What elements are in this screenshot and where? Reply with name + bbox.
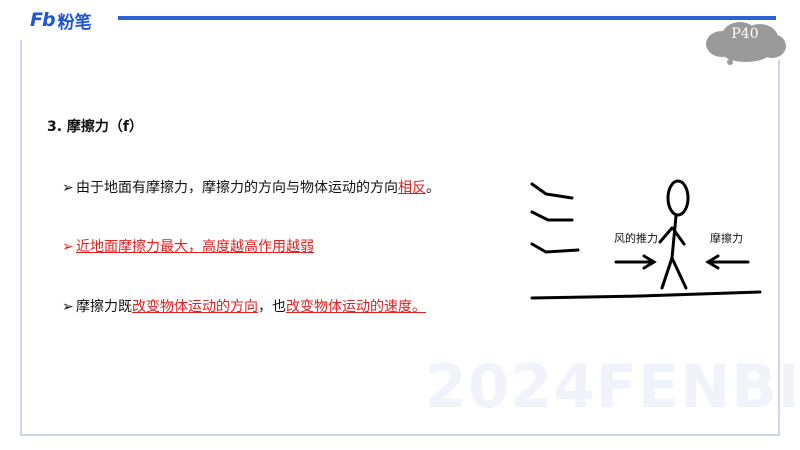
- watermark: 2024FENBI: [425, 352, 800, 422]
- frame-bottom-border: [20, 434, 780, 436]
- figure-head: [666, 179, 690, 217]
- friction-diagram: 风的推力 摩擦力: [530, 179, 762, 300]
- friction-force-label: 摩擦力: [710, 231, 743, 245]
- bullet-text: ，也: [258, 299, 286, 315]
- wind-stroke: [530, 210, 574, 222]
- page-number: P40: [731, 26, 759, 42]
- brand-logo: Fb 粉笔: [30, 8, 92, 33]
- bullet-arrow-icon: ➢: [62, 239, 74, 255]
- bullet-item-2: ➢近地面摩擦力最大，高度越高作用越弱: [62, 236, 314, 256]
- frame-left-border: [20, 40, 22, 436]
- brand-logo-text: 粉笔: [57, 12, 92, 33]
- bullet-text: 。: [426, 180, 440, 196]
- wind-stroke: [530, 182, 574, 200]
- frame-right-border: [778, 60, 780, 436]
- bullet-text: 摩擦力既: [76, 299, 132, 315]
- wind-force-label: 风的推力: [614, 231, 658, 245]
- bullet-text: 由于地面有摩擦力，摩擦力的方向与物体运动的方向: [76, 180, 398, 196]
- figure-leg: [660, 256, 674, 290]
- figure-arm: [658, 226, 674, 244]
- bullet-emphasis-text: 改变物体运动的速度。: [286, 299, 426, 315]
- bullet-emphasis-text: 相反: [398, 180, 426, 196]
- bullet-arrow-icon: ➢: [62, 299, 74, 315]
- figure-body: [670, 214, 678, 260]
- bullet-item-3: ➢摩擦力既改变物体运动的方向，也改变物体运动的速度。: [62, 296, 426, 316]
- figure-arm: [672, 228, 686, 246]
- bullet-emphasis-text: 近地面摩擦力最大，高度越高作用越弱: [76, 239, 314, 255]
- page-number-cloud-icon: [706, 22, 786, 65]
- bullet-arrow-icon: ➢: [62, 180, 74, 196]
- figure-leg: [670, 256, 688, 290]
- header-rule: [118, 16, 776, 20]
- brand-logo-mark: Fb: [30, 9, 56, 31]
- bullet-item-1: ➢由于地面有摩擦力，摩擦力的方向与物体运动的方向相反。: [62, 177, 440, 197]
- ground-line: [530, 290, 762, 300]
- wind-stroke: [530, 242, 580, 254]
- bullet-emphasis-text: 改变物体运动的方向: [132, 299, 258, 315]
- section-title: 3. 摩擦力（f）: [47, 119, 144, 135]
